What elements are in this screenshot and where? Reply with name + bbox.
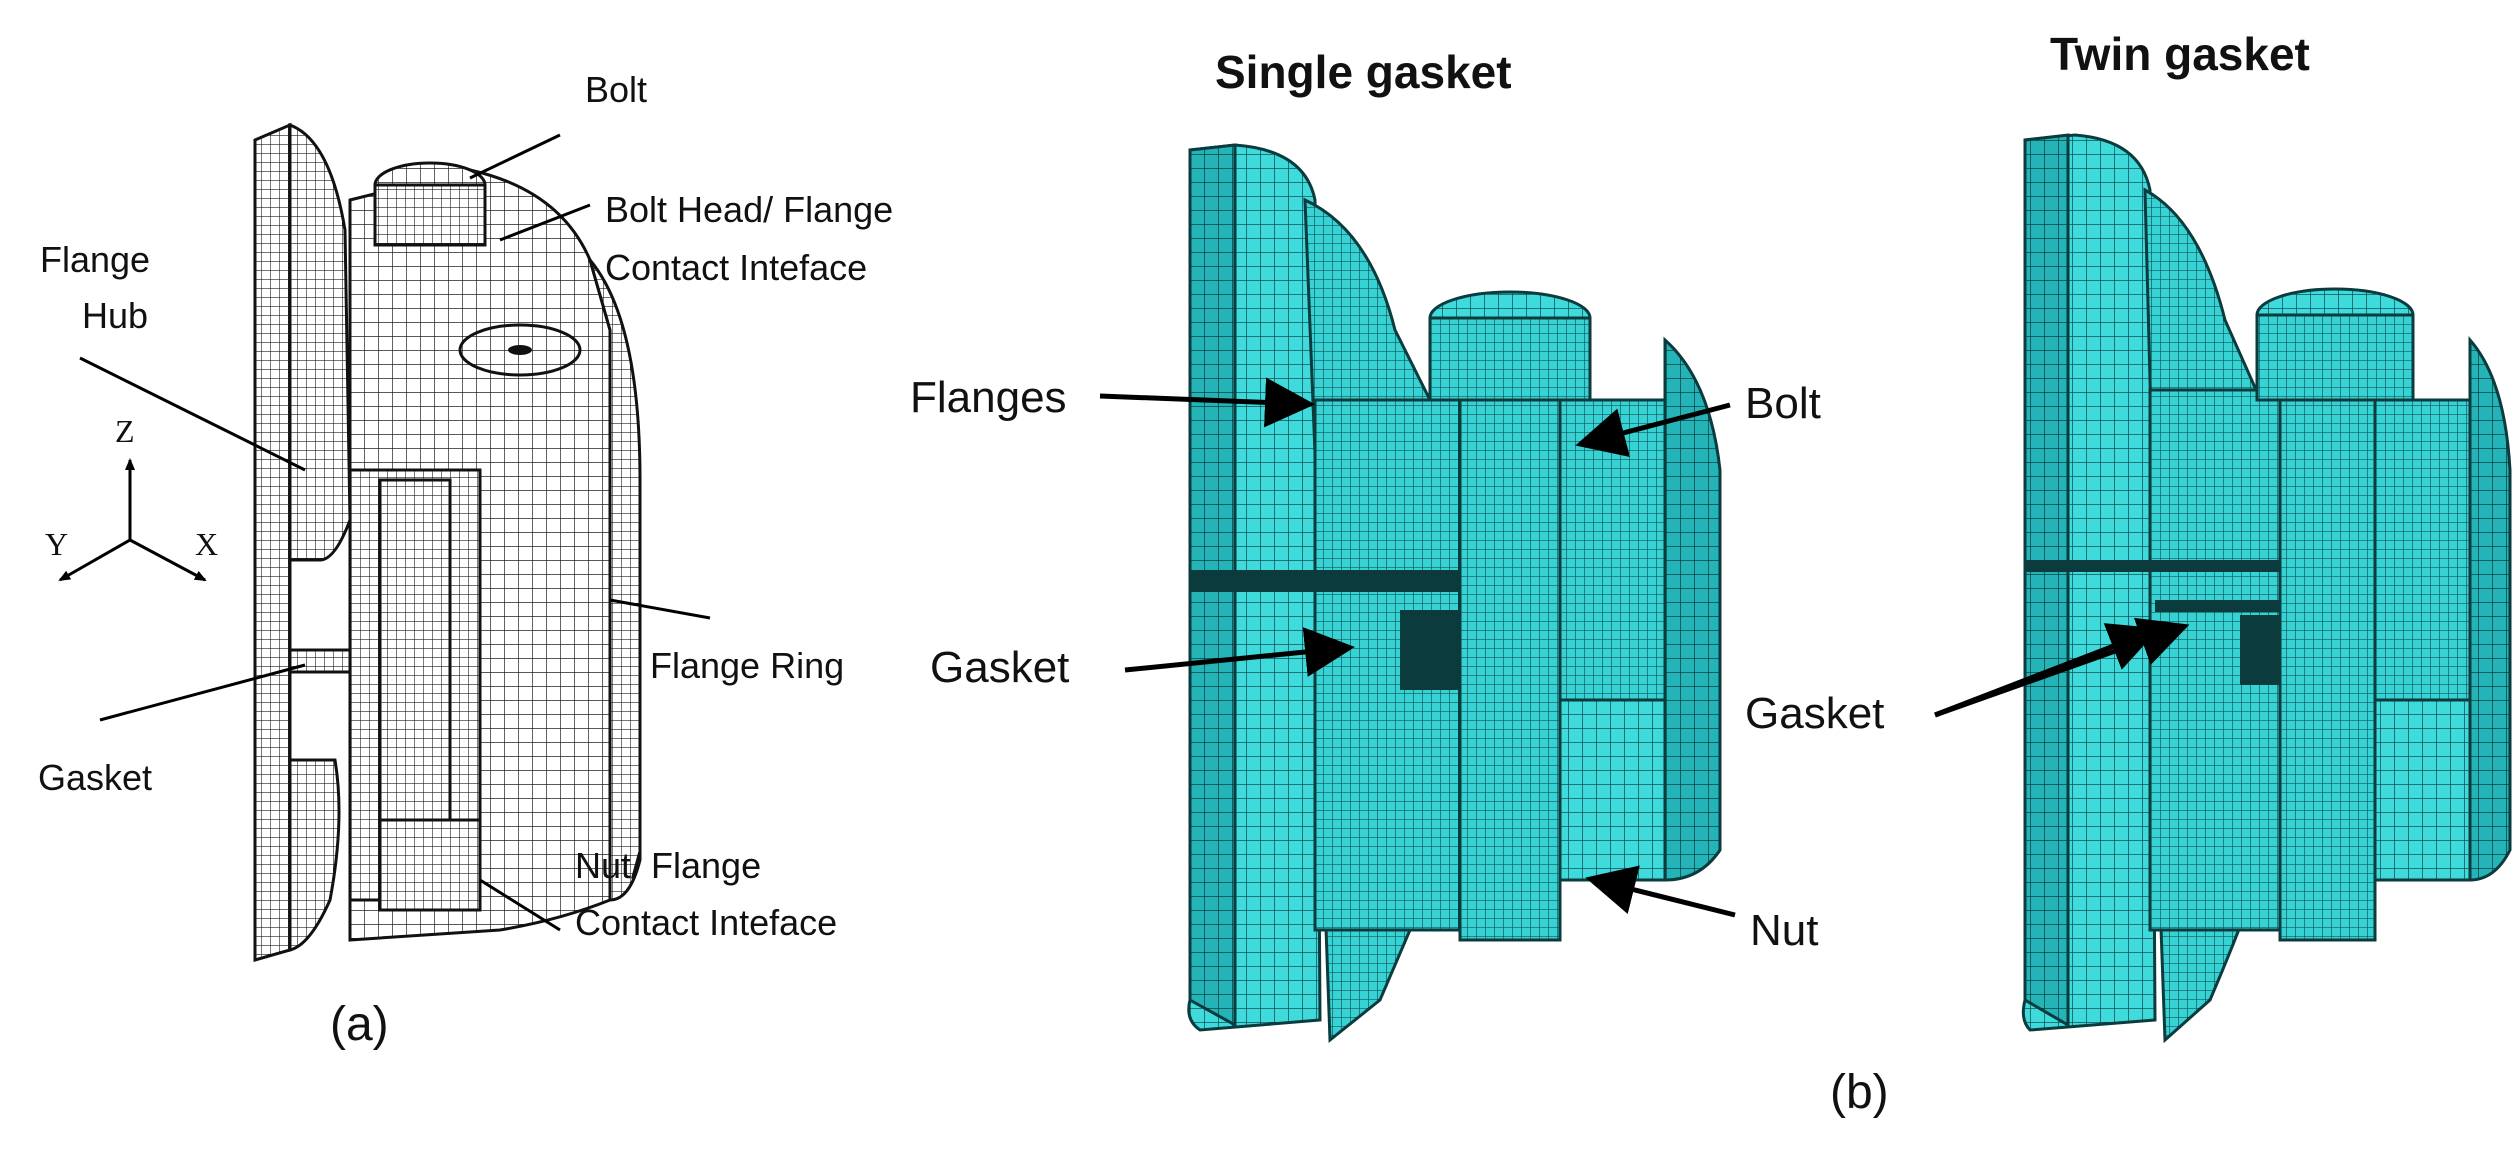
- bolt-leader: [469, 133, 561, 180]
- label-gasket-a: Gasket: [38, 757, 152, 798]
- bolt-head-leader: [499, 203, 591, 242]
- flange-hub-lower: [288, 758, 341, 952]
- label-nut-b: Nut: [1750, 906, 1818, 955]
- nut-leader: [479, 878, 561, 932]
- single-bolt-head-side: [1428, 316, 1592, 402]
- label-flanges: Flanges: [910, 373, 1067, 422]
- single-gasket-gap: [1190, 570, 1460, 592]
- gasket-shape: [288, 648, 352, 674]
- panel-a-model: [253, 122, 642, 962]
- flange-plate: [253, 122, 292, 962]
- y-axis-arrow: [58, 538, 131, 582]
- gasket-leader: [99, 663, 306, 722]
- label-gasket-single: Gasket: [930, 643, 1069, 692]
- twin-gasket-gap-1: [2025, 560, 2280, 572]
- coordinate-axes: Z Y X: [45, 413, 218, 582]
- label-bolt-b: Bolt: [1745, 379, 1821, 428]
- flange-ring-leader: [609, 598, 711, 620]
- twin-gasket-gap-2: [2155, 600, 2280, 612]
- nut-shape: [378, 818, 482, 912]
- label-nut-line1: Nut/ Flange: [575, 845, 761, 886]
- single-gasket-pocket: [1400, 610, 1460, 690]
- twin-ring-curve: [2468, 336, 2512, 882]
- x-axis-label: X: [195, 526, 218, 562]
- z-axis-label: Z: [115, 413, 135, 449]
- panel-a-leaders: [79, 133, 711, 932]
- gasket-arrow: [1124, 627, 1355, 677]
- flange-hub-shape: [288, 122, 352, 562]
- bolt-center: [508, 345, 532, 355]
- bolt-arrow: [1575, 402, 1731, 458]
- caption-b: (b): [1830, 1066, 1889, 1119]
- x-axis-arrow: [129, 538, 207, 582]
- title-single: Single gasket: [1215, 46, 1512, 98]
- twin-gasket-arrow-2: [1934, 617, 2190, 718]
- title-twin: Twin gasket: [2050, 28, 2310, 80]
- nut-arrow: [1585, 865, 1736, 918]
- twin-bolt-shank: [2278, 398, 2377, 942]
- flange-ring-side: [588, 259, 642, 902]
- single-bolt-shank: [1458, 398, 1562, 942]
- label-bolt-head-line2: Contact Inteface: [605, 247, 867, 288]
- label-flange-hub-line2: Hub: [82, 295, 148, 336]
- twin-gasket-pocket: [2240, 615, 2280, 685]
- label-nut-line2: Contact Inteface: [575, 902, 837, 943]
- twin-flange-wall-dark: [2023, 133, 2070, 1028]
- twin-bolt-head-side: [2255, 313, 2415, 402]
- label-bolt-a: Bolt: [585, 69, 647, 110]
- y-axis-label: Y: [45, 526, 68, 562]
- single-ring-curve: [1663, 336, 1722, 882]
- caption-a: (a): [330, 998, 389, 1051]
- panel-b-single: Single gasket Flanges Bolt Gasket Nut: [910, 46, 1821, 1044]
- bolt-head-side: [373, 183, 487, 247]
- flange-hub-leader: [79, 356, 306, 472]
- label-bolt-head-line1: Bolt Head/ Flange: [605, 189, 893, 230]
- panel-b-twin: Twin gasket Gasket: [1745, 28, 2512, 1044]
- twin-nut: [2373, 698, 2472, 882]
- single-nut: [1558, 698, 1667, 882]
- label-flange-ring: Flange Ring: [650, 645, 844, 686]
- panel-a: Z Y X Bolt Bolt Head/ Flange Contact Int…: [38, 69, 893, 1051]
- twin-leaders: [1934, 617, 2190, 718]
- flanges-arrow: [1099, 377, 1315, 428]
- single-leaders: [1099, 377, 1736, 918]
- label-gasket-twin: Gasket: [1745, 689, 1884, 738]
- label-flange-hub-line1: Flange: [40, 239, 150, 280]
